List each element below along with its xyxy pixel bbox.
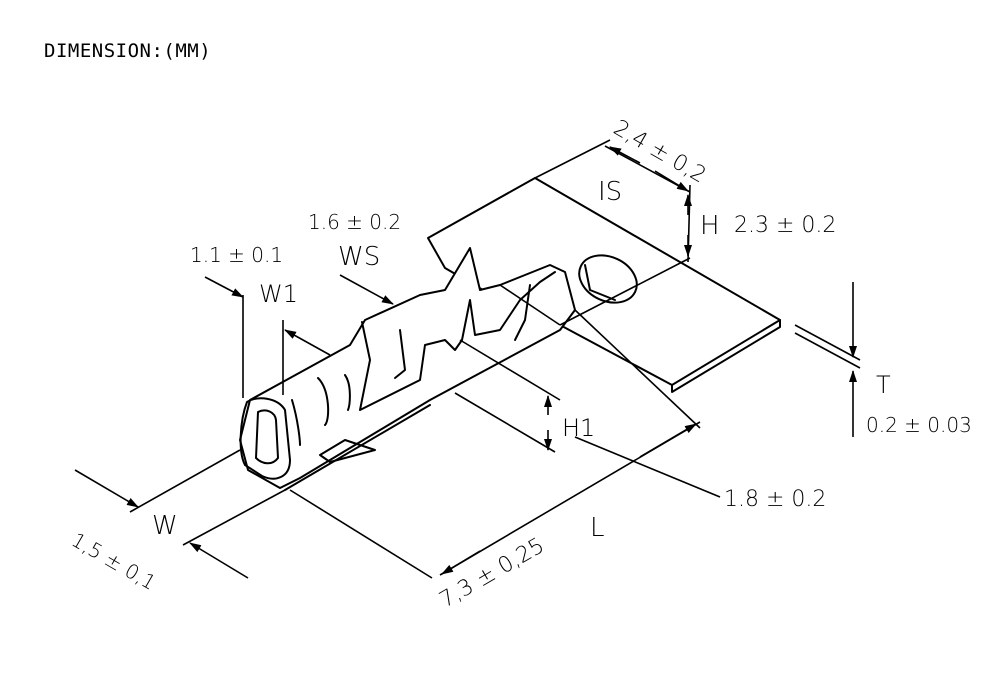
dimension-t: T 0.2 ± 0.03: [794, 282, 972, 437]
ws-value: 1.6 ± 0.2: [308, 210, 401, 234]
w1-value: 1.1 ± 0.1: [190, 243, 283, 267]
w1-label: W1: [259, 280, 298, 308]
terminal-body: [239, 247, 576, 491]
mounting-plate: [427, 177, 781, 393]
is-label: IS: [598, 177, 622, 207]
dimension-ws: 1.6 ± 0.2 WS: [308, 210, 401, 305]
w-label: W: [152, 511, 178, 541]
h-value: 2.3 ± 0.2: [734, 213, 836, 238]
l-label: L: [590, 513, 605, 543]
dimension-1-8-leader: 1.8 ± 0.2: [574, 436, 826, 512]
t-value: 0.2 ± 0.03: [866, 413, 972, 437]
dimension-h1: H1: [454, 339, 595, 453]
w-value: 1,5 ± 0,1: [68, 528, 161, 595]
dimension-h: H 2.3 ± 0.2: [684, 194, 836, 257]
l-value: 7,3 ± 0,25: [436, 533, 549, 613]
h1-label: H1: [562, 414, 595, 442]
ws-label: WS: [338, 242, 380, 272]
dimension-w1: 1.1 ± 0.1 W1: [190, 243, 331, 398]
is-value: 2,4 ± 0,2: [609, 116, 710, 189]
h1-value: 1.8 ± 0.2: [724, 487, 826, 512]
t-label: T: [876, 371, 891, 399]
drawing-title: DIMENSION:(MM): [44, 40, 212, 62]
h-label: H: [700, 211, 720, 241]
